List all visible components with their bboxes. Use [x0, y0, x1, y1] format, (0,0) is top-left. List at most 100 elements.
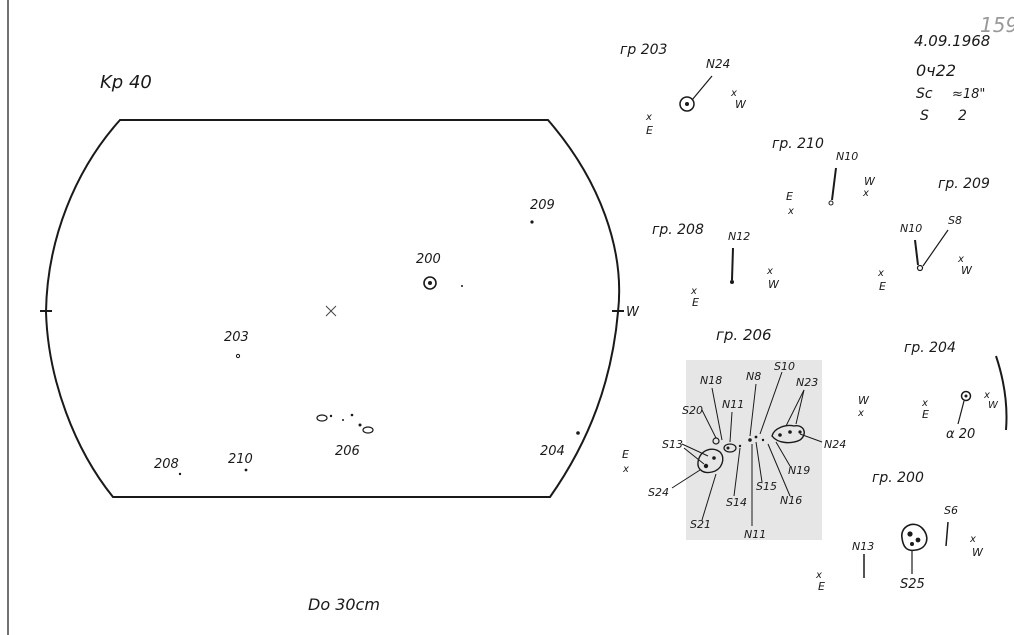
detail-group-208: гр. 208 N12 x E x W	[652, 222, 780, 309]
detail-210-title: гр. 210	[772, 136, 824, 152]
detail-209-s-leader	[922, 229, 949, 267]
detail-200-umbra-3	[910, 542, 914, 546]
disk-center-mark	[325, 305, 337, 317]
disk-group-200-label: 200	[416, 252, 441, 267]
detail-206-label-n19: N19	[788, 464, 810, 477]
detail-210-leader	[831, 167, 837, 201]
detail-208-spot	[730, 280, 734, 284]
detail-203-leader	[691, 75, 713, 101]
detail-206-e-cross: x	[622, 464, 629, 475]
detail-208-leader	[731, 247, 734, 281]
detail-203-umbra	[685, 102, 689, 106]
detail-204-e-w-label: W	[858, 394, 870, 407]
disk-group-208-spot	[178, 472, 182, 476]
disk-group-204-spot	[576, 431, 580, 435]
detail-208-w-label: W	[768, 278, 780, 291]
detail-206-label-n8: N8	[746, 370, 761, 383]
detail-206-label-n11-top: N11	[722, 398, 744, 411]
detail-206-label-n18: N18	[700, 374, 722, 387]
detail-208-e-cross: x	[690, 286, 697, 297]
detail-200-title: гр. 200	[872, 470, 924, 486]
detail-209-e-label: E	[879, 280, 886, 293]
detail-204-w-cross: x	[983, 390, 990, 401]
detail-208-w-cross: x	[766, 266, 773, 277]
detail-200-umbra-2	[915, 537, 921, 543]
detail-203-title: гр 203	[620, 42, 667, 58]
detail-206-label-n16: N16	[780, 494, 802, 507]
detail-206-label-s15: S15	[756, 480, 777, 493]
detail-210-w-label: W	[864, 175, 876, 188]
detail-200-w-label: W	[972, 546, 984, 559]
detail-200-e-cross: x	[815, 570, 822, 581]
solar-disk: W 209 200 203 206 204 208	[40, 119, 640, 498]
disk-group-209-spot	[530, 220, 534, 224]
detail-204-spot-label: α 20	[946, 427, 975, 442]
detail-200-s-label: S25	[900, 577, 925, 592]
detail-204-e-cross: x	[921, 398, 928, 409]
seeing-value: ≈18"	[952, 87, 985, 102]
disk-group-209-label: 209	[530, 198, 555, 213]
detail-208-e-label: E	[692, 296, 699, 309]
detail-200-e-label: E	[818, 580, 825, 593]
detail-203-e-cross: x	[645, 112, 652, 123]
detail-204-umbra	[964, 394, 968, 398]
disk-group-200-spot	[423, 276, 437, 290]
detail-209-n-label: N10	[900, 222, 922, 235]
detail-209-s-label: S8	[948, 214, 962, 227]
disk-group-200-speck	[461, 285, 463, 287]
detail-group-203: гр 203 N24 x E x W	[620, 42, 747, 137]
detail-206-label-s13: S13	[662, 438, 683, 451]
detail-206-label-n24: N24	[824, 438, 846, 451]
detail-204-title: гр. 204	[904, 340, 956, 356]
detail-group-206: гр. 206 E x	[622, 326, 846, 541]
detail-204-leader	[957, 400, 965, 425]
detail-208-spot-label: N12	[728, 230, 750, 243]
detail-210-e-cross: x	[787, 206, 794, 217]
detail-203-e-label: E	[646, 124, 653, 137]
series-label: Kp 40	[100, 72, 152, 93]
disk-group-206-spots	[316, 413, 374, 434]
observation-date: 4.09.1968	[914, 32, 990, 50]
disk-group-210-spot	[244, 468, 248, 472]
detail-200-s6-leader	[945, 521, 949, 547]
detail-200-w-cross: x	[969, 534, 976, 545]
detail-200-n-label: N13	[852, 540, 874, 553]
detail-204-w-small: W	[988, 400, 999, 411]
detail-206-title: гр. 206	[716, 326, 772, 344]
detail-210-w-cross: x	[862, 188, 869, 199]
disk-group-210-label: 210	[228, 452, 253, 467]
disk-west-label: W	[626, 305, 640, 320]
detail-200-main-spot	[901, 523, 928, 552]
detail-209-w-label: W	[961, 264, 973, 277]
detail-206-label-n11-bottom: N11	[744, 528, 766, 541]
detail-204-e-label: E	[922, 408, 929, 421]
disk-group-208-label: 208	[154, 457, 179, 472]
detail-204-limb-arc	[995, 355, 1008, 431]
detail-209-n-leader	[914, 239, 919, 266]
detail-210-e-label: E	[786, 190, 793, 203]
disk-outline	[44, 119, 621, 498]
detail-206-e-label: E	[622, 448, 629, 461]
detail-208-title: гр. 208	[652, 222, 704, 238]
detail-209-w-cross: x	[957, 254, 964, 265]
detail-206-label-s24: S24	[648, 486, 669, 499]
detail-203-spot-label: N24	[706, 57, 730, 71]
detail-206-spots	[697, 424, 805, 474]
quality-value: 2	[958, 108, 967, 124]
detail-group-200: гр. 200 N13 S25 S6 x W x E	[815, 470, 984, 593]
detail-206-label-s20: S20	[682, 404, 703, 417]
disk-group-203-spot	[235, 353, 241, 359]
detail-group-204: гр. 204 W x x E α 20 x W	[857, 340, 1008, 442]
detail-203-w-cross: x	[730, 88, 737, 99]
page-number: 159	[980, 13, 1014, 37]
disk-group-206-label: 206	[335, 444, 360, 459]
disk-group-204-label: 204	[540, 444, 565, 459]
detail-210-spot-label: N10	[836, 150, 858, 163]
detail-209-title: гр. 209	[938, 176, 990, 192]
detail-200-s6-label: S6	[944, 504, 958, 517]
detail-203-penumbra	[679, 96, 695, 112]
detail-210-spot	[828, 200, 834, 206]
diameter-note: Do 30cm	[308, 595, 380, 614]
detail-206-label-n23: N23	[796, 376, 818, 389]
